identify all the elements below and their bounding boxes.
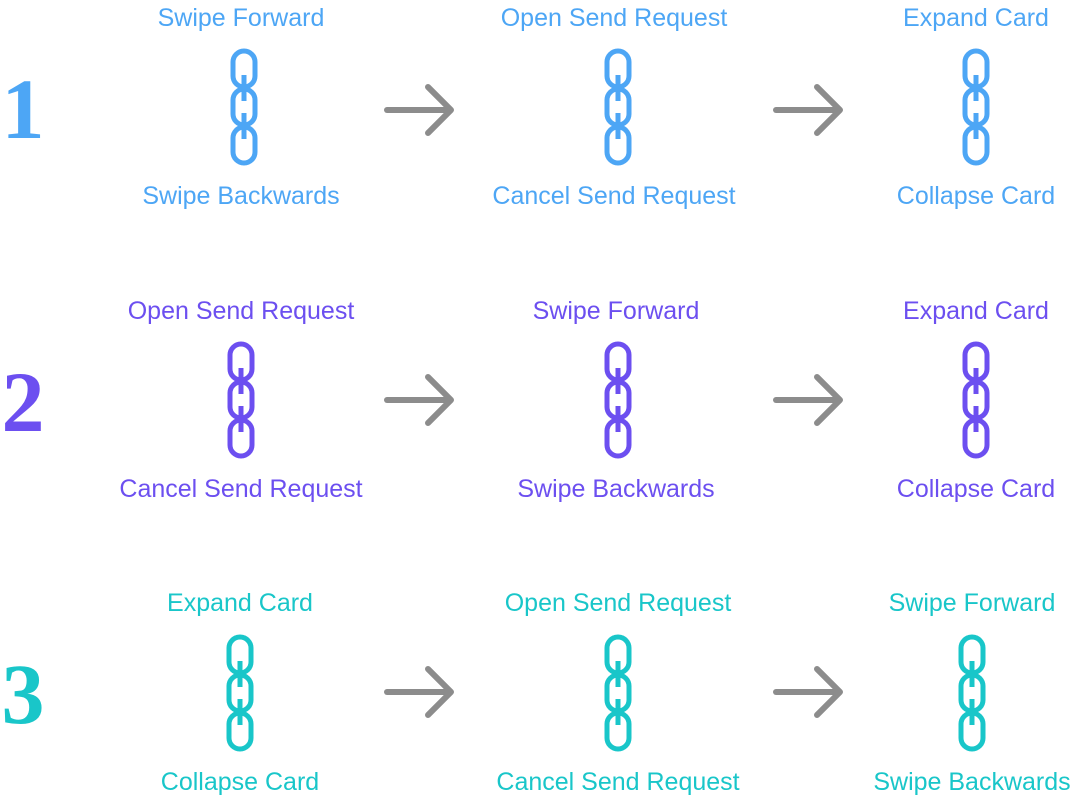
arrow-right-icon — [773, 84, 843, 136]
chain-link-icon — [227, 341, 255, 459]
chain-link-icon — [604, 48, 632, 166]
chain-link-icon — [962, 48, 990, 166]
step-top-label: Expand Card — [903, 297, 1049, 325]
chain-link-icon — [958, 634, 986, 752]
arrow-right-icon — [384, 84, 454, 136]
arrow-right-icon — [773, 666, 843, 718]
arrow-right-icon — [773, 374, 843, 426]
step-bottom-label: Collapse Card — [896, 182, 1056, 210]
chain-link-icon — [604, 634, 632, 752]
chain-link-icon — [230, 48, 258, 166]
step-bottom-label: Swipe Backwards — [873, 768, 1071, 796]
step-top-label: Open Send Request — [500, 4, 728, 32]
chain-link-icon — [226, 634, 254, 752]
step-top-label: Open Send Request — [127, 297, 355, 325]
step-top-label: Expand Card — [167, 589, 313, 617]
step-bottom-label: Swipe Backwards — [142, 182, 340, 210]
step-bottom-label: Collapse Card — [896, 475, 1056, 503]
step-bottom-label: Swipe Backwards — [517, 475, 715, 503]
step-bottom-label: Collapse Card — [160, 768, 320, 796]
row-number: 1 — [1, 61, 45, 157]
arrow-right-icon — [384, 666, 454, 718]
row-number: 3 — [1, 646, 45, 742]
step-top-label: Swipe Forward — [532, 297, 700, 325]
step-bottom-label: Cancel Send Request — [492, 182, 736, 210]
step-top-label: Swipe Forward — [157, 4, 325, 32]
step-top-label: Open Send Request — [504, 589, 732, 617]
chain-link-icon — [604, 341, 632, 459]
step-bottom-label: Cancel Send Request — [496, 768, 740, 796]
step-top-label: Swipe Forward — [888, 589, 1056, 617]
step-bottom-label: Cancel Send Request — [119, 475, 363, 503]
chain-link-icon — [962, 341, 990, 459]
arrow-right-icon — [384, 374, 454, 426]
step-top-label: Expand Card — [903, 4, 1049, 32]
row-number: 2 — [1, 354, 45, 450]
